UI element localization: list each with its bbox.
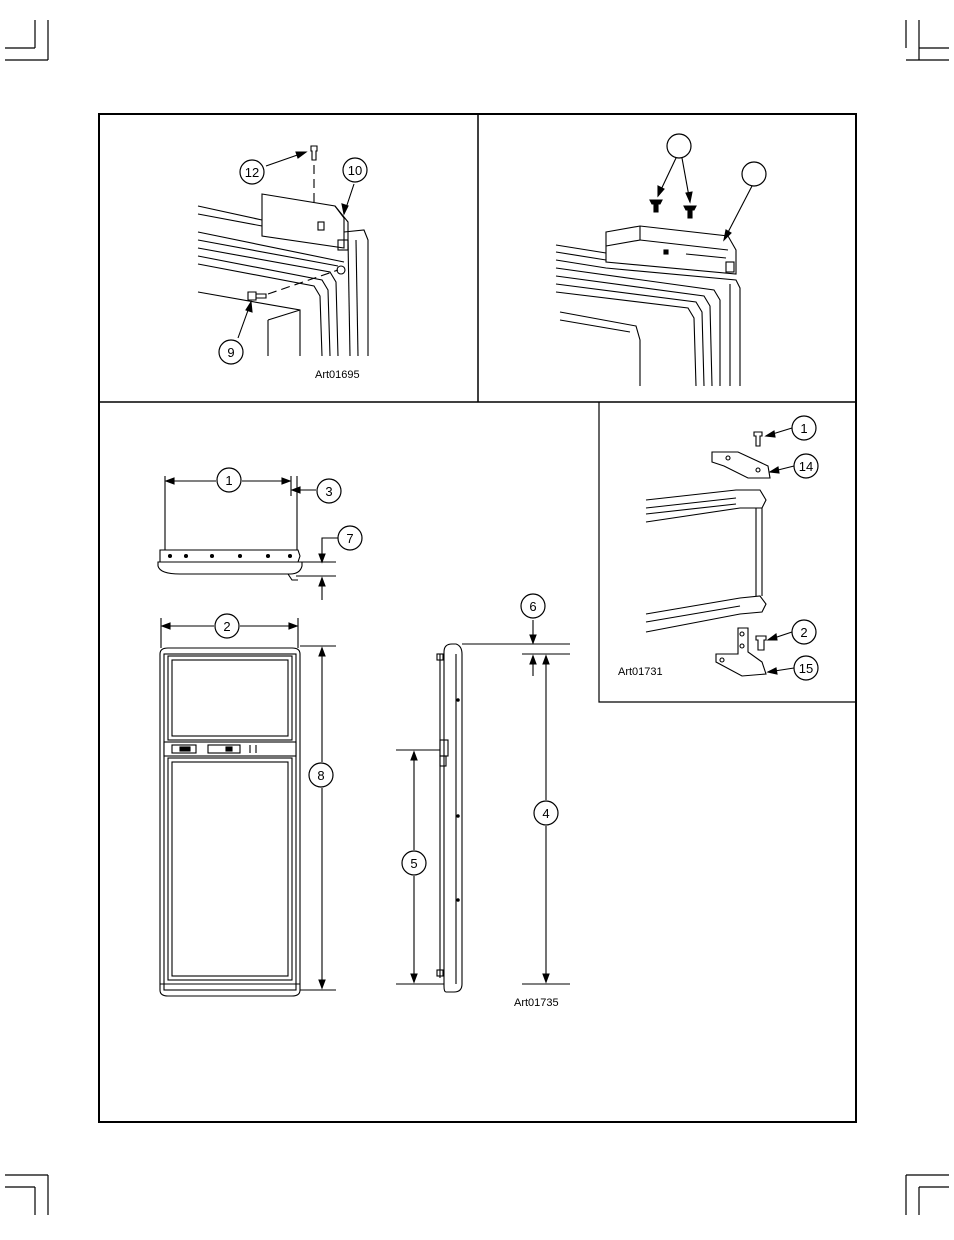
svg-text:5: 5 bbox=[410, 856, 417, 871]
callout-10: 10 bbox=[342, 157, 368, 183]
svg-text:10: 10 bbox=[348, 163, 362, 178]
svg-text:3: 3 bbox=[325, 484, 332, 499]
callout-dim-3: 3 bbox=[316, 478, 342, 504]
hinge-block-right bbox=[605, 225, 737, 275]
callout-dim-8: 8 bbox=[308, 762, 334, 788]
front-view-refrigerator bbox=[159, 618, 336, 997]
svg-text:15: 15 bbox=[799, 661, 813, 676]
svg-text:12: 12 bbox=[245, 165, 259, 180]
callout-top-right-b bbox=[741, 161, 767, 187]
panel-top-left bbox=[197, 145, 369, 357]
figure-frame bbox=[98, 113, 857, 1123]
screw-right-b bbox=[683, 205, 697, 219]
svg-text:1: 1 bbox=[225, 473, 232, 488]
svg-text:2: 2 bbox=[223, 619, 230, 634]
callout-hinge-1: 1 bbox=[791, 415, 817, 441]
screw-12 bbox=[310, 145, 318, 161]
callout-dim-7: 7 bbox=[337, 525, 363, 551]
callout-hinge-2: 2 bbox=[791, 619, 817, 645]
svg-text:2: 2 bbox=[800, 625, 807, 640]
side-view-refrigerator bbox=[396, 620, 570, 993]
screw-9 bbox=[247, 291, 267, 301]
callout-9: 9 bbox=[218, 339, 244, 365]
crop-marks bbox=[5, 20, 949, 1215]
bottom-hinge-plate bbox=[715, 627, 767, 677]
panel-top-right bbox=[555, 157, 753, 387]
callout-dim-1: 1 bbox=[216, 467, 242, 493]
panel-hinge bbox=[645, 427, 795, 677]
art-label-top-left: Art01695 bbox=[315, 369, 360, 381]
svg-text:6: 6 bbox=[529, 599, 536, 614]
screw-hinge-bottom bbox=[755, 635, 767, 651]
top-hinge-plate bbox=[711, 451, 771, 479]
top-view-refrigerator bbox=[157, 476, 338, 600]
art-label-hinge: Art01731 bbox=[618, 666, 663, 678]
svg-text:8: 8 bbox=[317, 768, 324, 783]
svg-text:4: 4 bbox=[542, 806, 549, 821]
screw-hinge-top bbox=[753, 431, 763, 447]
callout-dim-5: 5 bbox=[401, 850, 427, 876]
hinge-block bbox=[261, 193, 345, 249]
svg-text:14: 14 bbox=[799, 459, 813, 474]
callout-dim-2: 2 bbox=[214, 613, 240, 639]
svg-text:1: 1 bbox=[800, 421, 807, 436]
callout-hinge-14: 14 bbox=[793, 453, 819, 479]
callout-top-right-a bbox=[666, 133, 692, 159]
callout-hinge-15: 15 bbox=[793, 655, 819, 681]
art-label-dimensions: Art01735 bbox=[514, 997, 559, 1009]
callout-dim-4: 4 bbox=[533, 800, 559, 826]
svg-text:9: 9 bbox=[227, 345, 234, 360]
callout-12: 12 bbox=[239, 159, 265, 185]
callout-dim-6: 6 bbox=[520, 593, 546, 619]
svg-text:7: 7 bbox=[346, 531, 353, 546]
screw-right-a bbox=[649, 199, 663, 213]
